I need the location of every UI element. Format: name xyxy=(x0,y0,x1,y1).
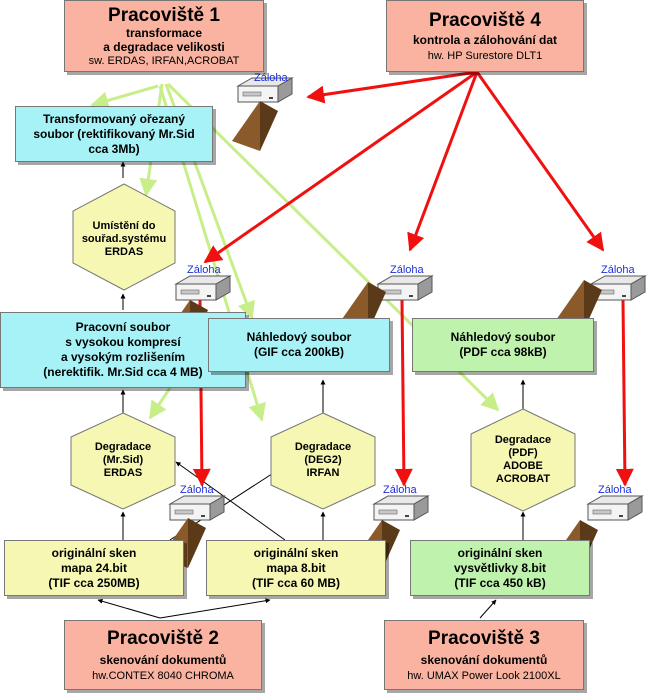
file-scan-24bit-line2: mapa 24.bit xyxy=(60,560,128,575)
backup-drive-5 xyxy=(169,495,225,521)
backup-label-7: Záloha xyxy=(598,484,632,496)
file-working: Pracovní soubor s vysokou kompresí a vys… xyxy=(0,312,246,388)
arrow-p4-to-backup3 xyxy=(407,71,479,252)
arrow-p4-to-backup2 xyxy=(203,70,478,264)
file-scan-8bit-line3: (TIF cca 60 MB) xyxy=(251,575,341,590)
process-degradace-mrsid-line3: ERDAS xyxy=(103,467,143,479)
hexagon-shape xyxy=(72,183,176,291)
arrow-p1-to-transformed xyxy=(90,84,159,110)
backup-label-6: Záloha xyxy=(383,484,417,496)
process-umisteni: Umístění do souřad.systému ERDAS xyxy=(72,183,176,291)
backup-drive-6 xyxy=(373,495,429,521)
process-degradace-pdf-line4: ACROBAT xyxy=(495,473,551,485)
process-degradace-deg2-line3: IRFAN xyxy=(306,467,340,479)
arrow-backup4-to-backup7 xyxy=(615,299,634,487)
file-preview-gif-line1: Náhledový soubor xyxy=(246,330,352,344)
hexagon-shape xyxy=(70,412,176,510)
file-transformed-line2: soubor (rektifikovaný Mr.Sid xyxy=(33,126,195,141)
station-3: Pracoviště 3 skenování dokumentů hw. UMA… xyxy=(384,620,584,690)
arrow-p2-to-scan8 xyxy=(159,598,271,619)
arrow-p4-to-backup4 xyxy=(475,71,605,252)
station-1-hw: sw. ERDAS, IRFAN,ACROBAT xyxy=(88,54,240,67)
backup-label-3: Záloha xyxy=(390,264,424,276)
file-working-line1: Pracovní soubor xyxy=(75,320,171,334)
station-3-hw: hw. UMAX Power Look 2100XL xyxy=(407,669,561,682)
process-degradace-mrsid: Degradace (Mr.Sid) ERDAS xyxy=(70,412,176,510)
backup-drive-3 xyxy=(377,275,433,301)
backup-label-4: Záloha xyxy=(601,264,635,276)
process-degradace-mrsid-line2: (Mr.Sid) xyxy=(102,454,144,466)
arrow-backup3-to-backup6 xyxy=(394,299,413,487)
station-2: Pracoviště 2 skenování dokumentů hw.CONT… xyxy=(64,620,262,690)
process-degradace-pdf-line1: Degradace xyxy=(494,434,552,446)
file-preview-gif-line2: (GIF cca 200kB) xyxy=(253,345,345,359)
backup-drive-2 xyxy=(175,275,231,301)
file-scan-24bit: originální sken mapa 24.bit (TIF cca 250… xyxy=(4,540,184,596)
station-3-title: Pracoviště 3 xyxy=(428,627,540,649)
process-umisteni-line3: ERDAS xyxy=(104,246,144,258)
process-umisteni-line1: Umístění do xyxy=(92,220,156,232)
station-2-line1: skenování dokumentů xyxy=(99,652,227,667)
process-umisteni-line2: souřad.systému xyxy=(81,233,167,245)
backup-label-2: Záloha xyxy=(187,264,221,276)
station-1-line2: a degradace velikosti xyxy=(103,39,225,54)
station-2-hw: hw.CONTEX 8040 CHROMA xyxy=(92,669,234,682)
file-scan-8bit-line2: mapa 8.bit xyxy=(266,560,326,575)
station-4-hw: hw. HP Surestore DLT1 xyxy=(427,49,543,62)
station-4-line1: kontrola a zálohování dat xyxy=(412,32,558,47)
file-scan-24bit-line3: (TIF cca 250MB) xyxy=(48,575,140,590)
file-preview-pdf: Náhledový soubor (PDF cca 98kB) xyxy=(412,318,594,372)
process-degradace-pdf-line2: (PDF) xyxy=(508,447,538,459)
backup-label-5: Záloha xyxy=(180,484,214,496)
file-scan-legend-line1: originální sken xyxy=(457,545,543,560)
backup-label-1: Záloha xyxy=(254,72,288,84)
station-1: Pracoviště 1 transformace a degradace ve… xyxy=(64,0,264,72)
backup-tape-1 xyxy=(232,101,278,151)
hexagon-shape xyxy=(470,408,576,512)
file-scan-24bit-line1: originální sken xyxy=(51,545,137,560)
file-working-line2: s vysokou kompresí xyxy=(65,335,181,349)
file-preview-pdf-line1: Náhledový soubor xyxy=(450,330,556,344)
file-working-line3: a vysokým rozlišením xyxy=(60,350,186,364)
hexagon-shape xyxy=(270,412,376,510)
station-3-line1: skenování dokumentů xyxy=(420,652,548,667)
file-scan-legend: originální sken vysvětlivky 8.bit (TIF c… xyxy=(410,540,590,596)
file-scan-8bit: originální sken mapa 8.bit (TIF cca 60 M… xyxy=(206,540,386,596)
file-working-line4: (nerektifik. Mr.Sid cca 4 MB) xyxy=(43,365,203,379)
process-degradace-deg2-line1: Degradace xyxy=(294,441,352,453)
station-4: Pracoviště 4 kontrola a zálohování dat h… xyxy=(386,0,584,72)
file-scan-8bit-line1: originální sken xyxy=(253,545,339,560)
file-preview-gif: Náhledový soubor (GIF cca 200kB) xyxy=(208,318,390,372)
station-2-title: Pracoviště 2 xyxy=(107,627,219,649)
file-scan-legend-line2: vysvětlivky 8.bit xyxy=(453,560,547,575)
arrow-p2-to-scan24 xyxy=(97,598,161,619)
file-transformed-line3: cca 3Mb) xyxy=(88,141,140,156)
file-transformed: Transformovaný ořezaný soubor (rektifiko… xyxy=(15,106,213,162)
file-scan-legend-line3: (TIF cca 450 kB) xyxy=(454,575,546,590)
process-degradace-mrsid-line1: Degradace xyxy=(94,441,152,453)
process-degradace-deg2: Degradace (DEG2) IRFAN xyxy=(270,412,376,510)
process-degradace-deg2-line2: (DEG2) xyxy=(304,454,342,466)
station-1-line1: transformace xyxy=(125,25,203,40)
file-transformed-line1: Transformovaný ořezaný xyxy=(42,111,186,126)
station-1-title: Pracoviště 1 xyxy=(108,4,220,26)
station-4-title: Pracoviště 4 xyxy=(429,9,541,31)
arrow-p3-to-scanvys xyxy=(479,599,497,619)
arrow-green-to-deg-mrsid xyxy=(148,387,172,420)
process-degradace-pdf-line3: ADOBE xyxy=(503,460,543,472)
process-degradace-pdf: Degradace (PDF) ADOBE ACROBAT xyxy=(470,408,576,512)
backup-drive-7 xyxy=(587,495,643,521)
arrow-p4-to-backup1 xyxy=(306,70,478,104)
file-preview-pdf-line2: (PDF cca 98kB) xyxy=(459,345,547,359)
